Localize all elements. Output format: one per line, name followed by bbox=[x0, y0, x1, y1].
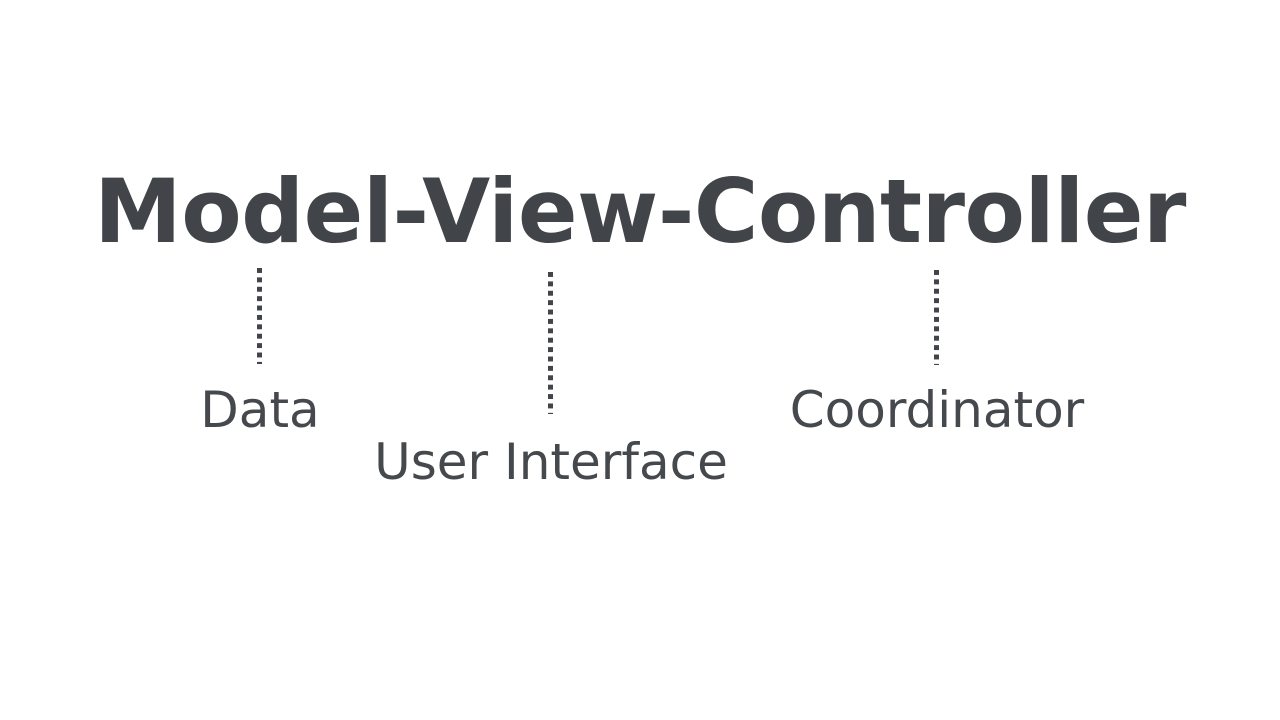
page-title: Model-View-Controller bbox=[94, 160, 1186, 263]
caption-model-data: Data bbox=[200, 381, 320, 439]
dotted-connector-model bbox=[257, 268, 262, 364]
caption-view-user-interface: User Interface bbox=[374, 433, 728, 491]
dotted-connector-view bbox=[548, 272, 553, 414]
dotted-connector-controller bbox=[934, 270, 939, 365]
caption-controller-coordinator: Coordinator bbox=[789, 381, 1085, 439]
